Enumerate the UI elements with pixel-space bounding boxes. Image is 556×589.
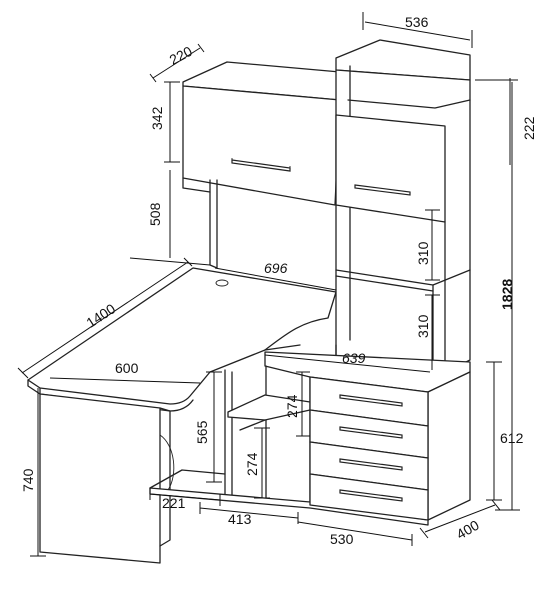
dim-310-lower: 310 bbox=[415, 314, 431, 338]
dim-400: 400 bbox=[454, 517, 482, 543]
bookcase-door-handle bbox=[354, 184, 411, 196]
dimension-lines bbox=[17, 12, 520, 557]
dim-310-upper: 310 bbox=[415, 241, 431, 265]
dim-274-lower: 274 bbox=[244, 452, 260, 476]
dim-220: 220 bbox=[167, 43, 195, 68]
dim-696: 696 bbox=[264, 260, 288, 276]
dim-413: 413 bbox=[228, 511, 252, 527]
dim-1828: 1828 bbox=[499, 279, 515, 310]
dim-565: 565 bbox=[194, 420, 210, 444]
dim-222: 222 bbox=[521, 116, 537, 140]
upper-cabinet bbox=[182, 61, 341, 269]
dim-221: 221 bbox=[162, 495, 186, 511]
dim-639: 639 bbox=[342, 350, 366, 366]
dim-740: 740 bbox=[20, 468, 36, 492]
upper-cabinet-handle bbox=[231, 159, 291, 172]
dim-508: 508 bbox=[147, 202, 163, 226]
desk-top bbox=[27, 267, 337, 412]
dim-536: 536 bbox=[405, 14, 429, 30]
drawer-stack bbox=[309, 376, 429, 521]
dim-274-upper: 274 bbox=[284, 394, 300, 418]
dim-600: 600 bbox=[115, 360, 139, 376]
left-leg-panel bbox=[39, 393, 175, 564]
dim-612: 612 bbox=[500, 430, 524, 446]
dim-342: 342 bbox=[149, 106, 165, 130]
dim-530: 530 bbox=[330, 531, 354, 547]
tall-bookcase bbox=[335, 39, 471, 381]
